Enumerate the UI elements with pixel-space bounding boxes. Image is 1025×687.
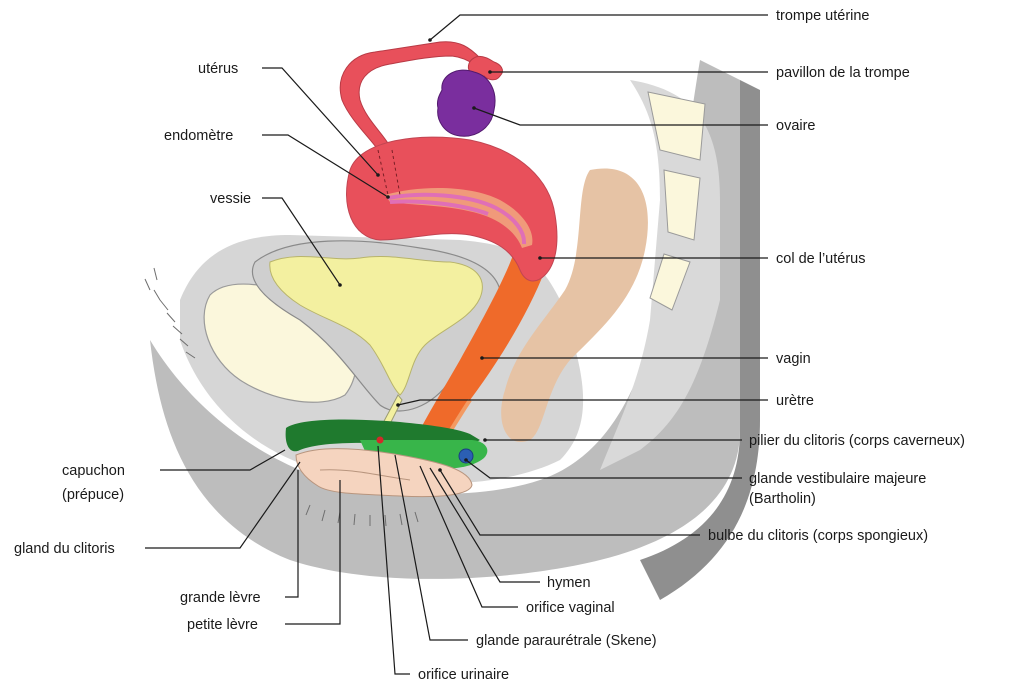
label-uretre: urètre <box>776 393 814 409</box>
label-ovaire: ovaire <box>776 118 816 134</box>
ovary <box>437 70 495 136</box>
label-vessie: vessie <box>210 191 251 207</box>
label-gland: gland du clitoris <box>14 541 115 557</box>
label-capuchon: capuchon <box>62 463 125 479</box>
label-col: col de l’utérus <box>776 251 865 267</box>
label-uterus: utérus <box>198 61 238 77</box>
label-vagin: vagin <box>776 351 811 367</box>
label-glande-vestibulaire: glande vestibulaire majeure <box>749 471 926 487</box>
label-bartholin: (Bartholin) <box>749 491 816 507</box>
label-orifice-urinaire: orifice urinaire <box>418 667 509 683</box>
label-bulbe: bulbe du clitoris (corps spongieux) <box>708 528 928 544</box>
label-hymen: hymen <box>547 575 591 591</box>
label-skene: glande paraurétrale (Skene) <box>476 633 657 649</box>
label-orifice-vaginal: orifice vaginal <box>526 600 615 616</box>
label-pavillon: pavillon de la trompe <box>776 65 910 81</box>
label-petite-levre: petite lèvre <box>187 617 258 633</box>
urethral-orifice-mark <box>377 437 384 444</box>
label-grande-levre: grande lèvre <box>180 590 261 606</box>
label-prepuce: (prépuce) <box>62 487 124 503</box>
label-endometre: endomètre <box>164 128 233 144</box>
label-trompe: trompe utérine <box>776 8 870 24</box>
label-pilier: pilier du clitoris (corps caverneux) <box>749 433 965 449</box>
